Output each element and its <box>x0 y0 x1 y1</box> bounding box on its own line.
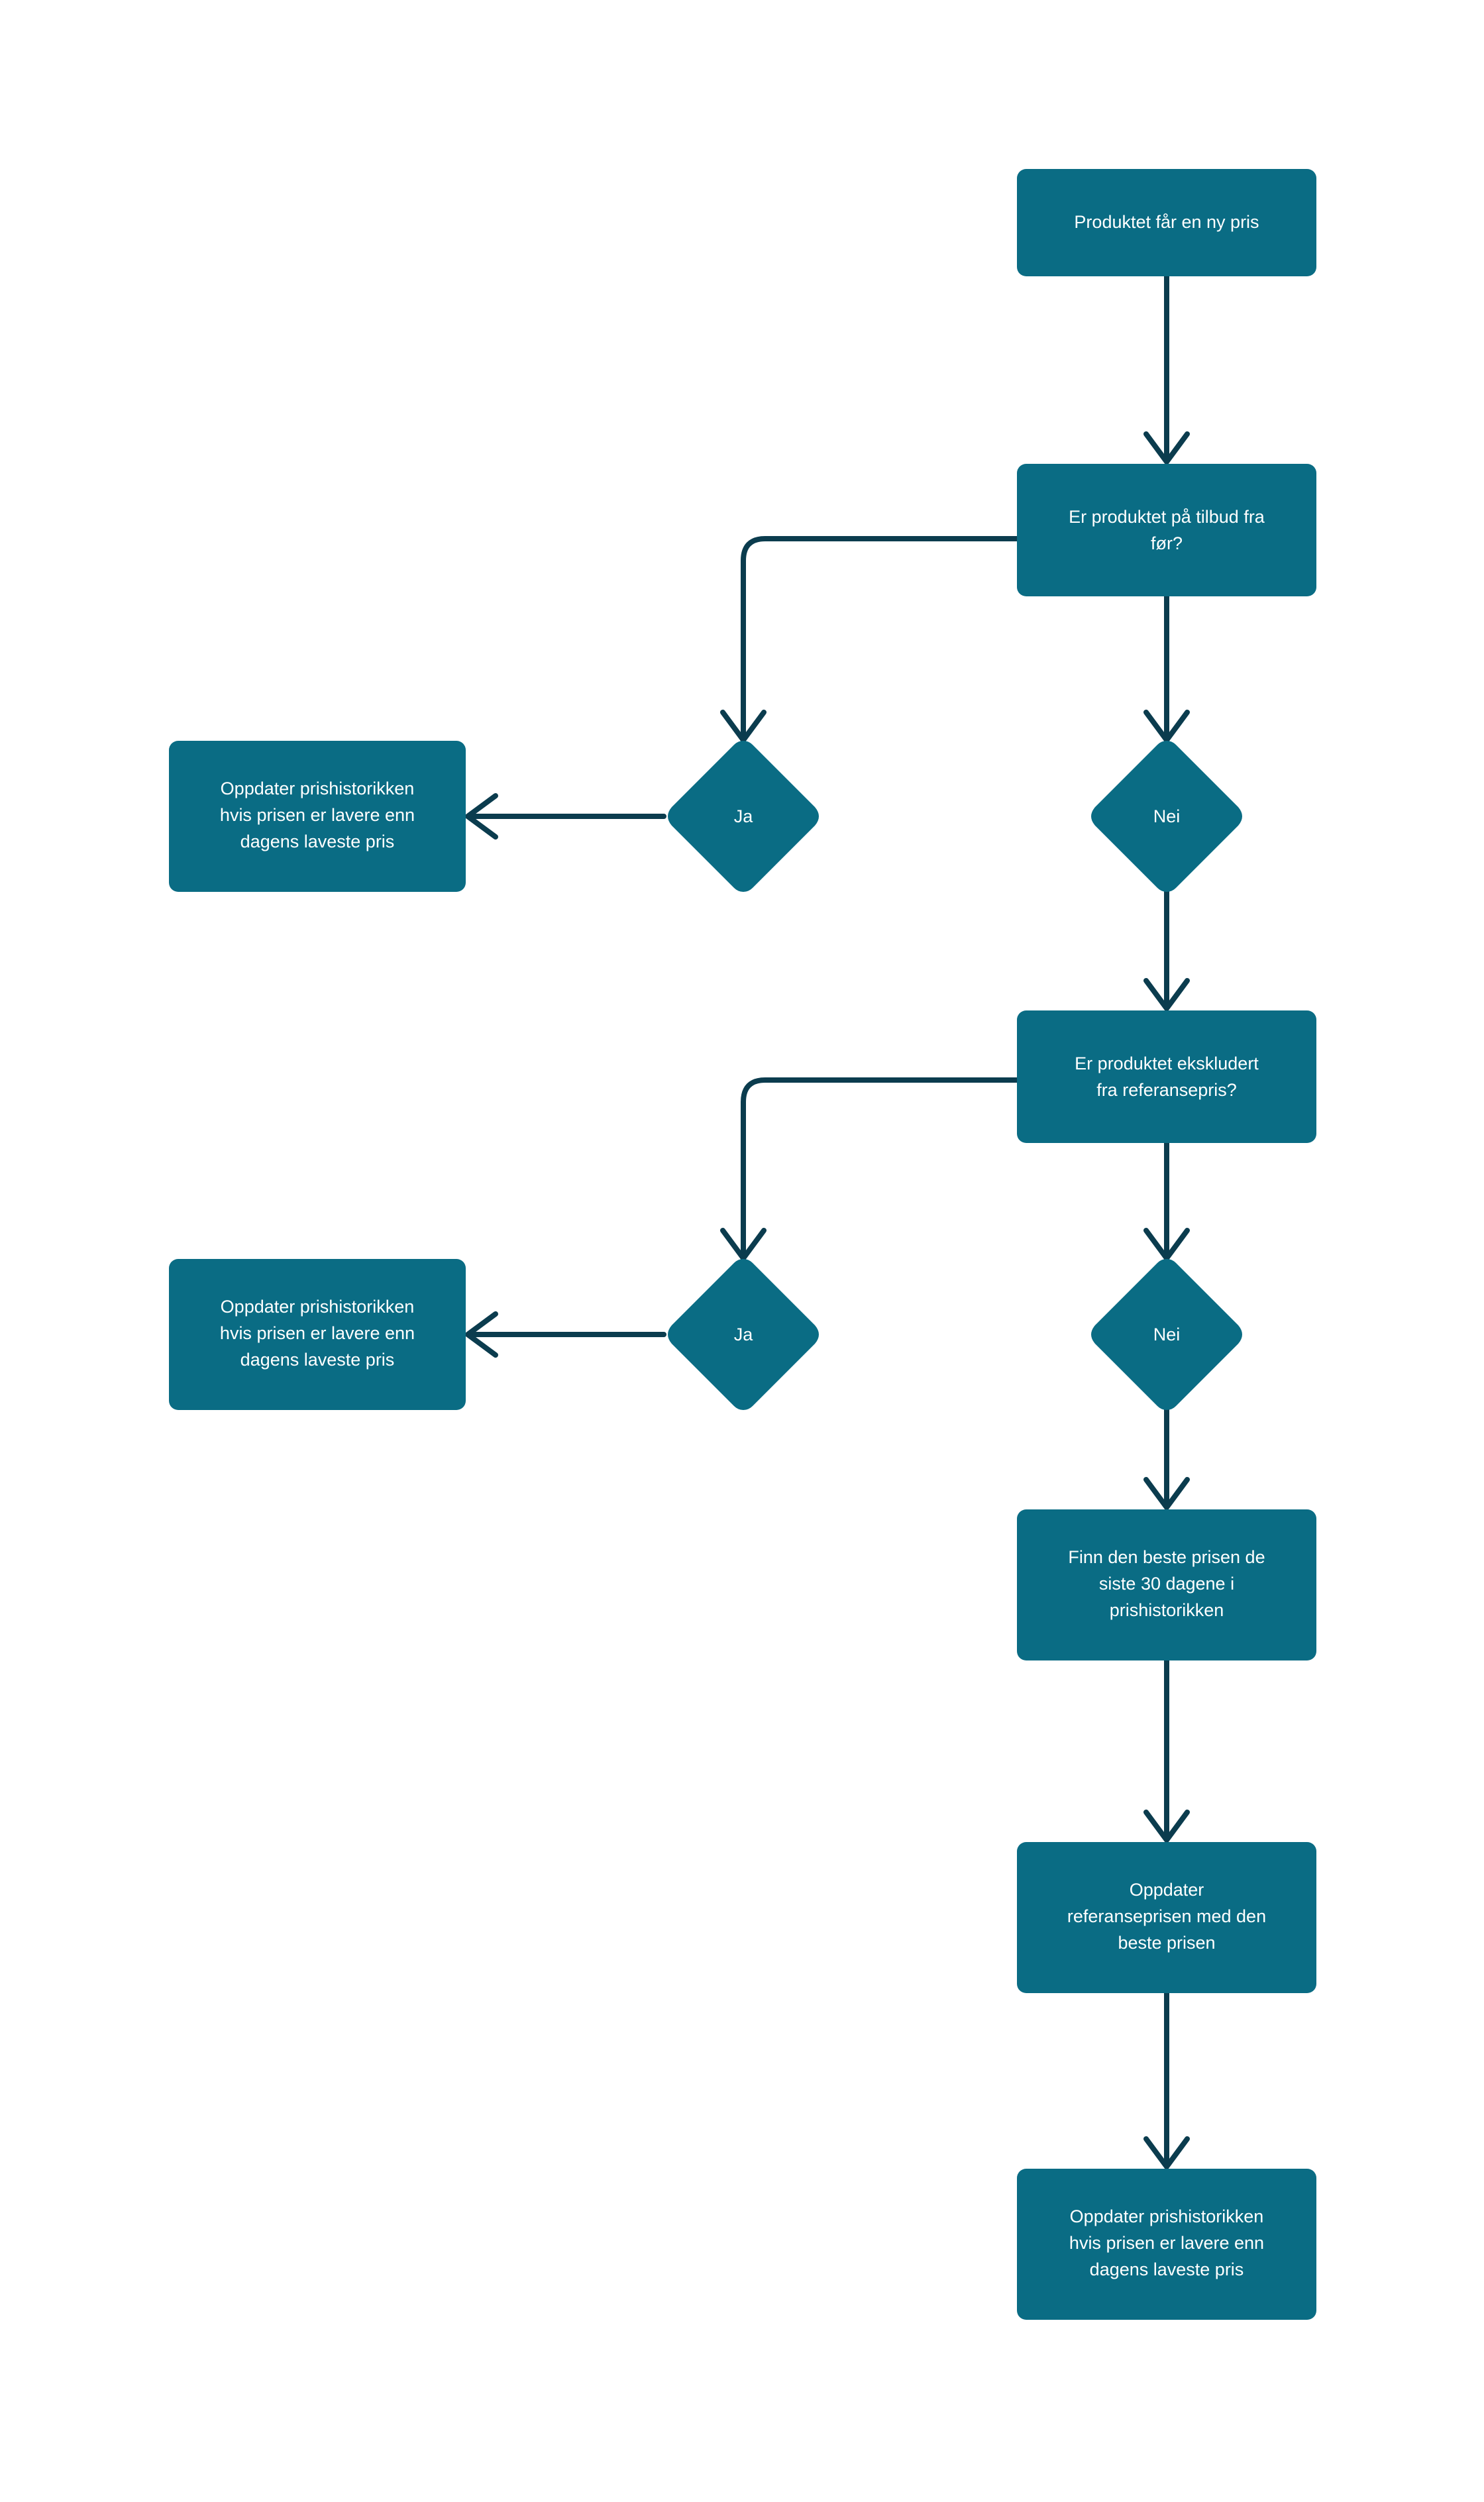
node-action-update-history-3[interactable]: Oppdater prishistorikken hvis prisen er … <box>1017 2169 1316 2320</box>
node-ja2-shape <box>668 1259 819 1410</box>
node-ja1-label: Ja <box>734 806 754 826</box>
node-decision1-label-line1: Er produktet på tilbud fra <box>1069 507 1265 527</box>
node-decision2-label-line1: Er produktet ekskludert <box>1075 1054 1259 1073</box>
node-action1-label-line1: Oppdater prishistorikken <box>221 779 415 798</box>
node-start-shape <box>1017 169 1316 276</box>
node-ja1-shape <box>668 741 819 892</box>
node-action-update-reference-price[interactable]: Oppdater referanseprisen med den beste p… <box>1017 1842 1316 1993</box>
node-action-find-best-price[interactable]: Finn den beste prisen de siste 30 dagene… <box>1017 1509 1316 1660</box>
node-action2-shape <box>169 1259 466 1410</box>
node-branch-ja-1[interactable]: Ja <box>668 741 819 892</box>
edge-decision1-to-nei <box>1143 594 1190 743</box>
node-action2-label-line2: hvis prisen er lavere enn <box>220 1323 415 1343</box>
node-action5-label-line3: dagens laveste pris <box>1090 2259 1244 2279</box>
edge-decision1-to-ja <box>720 536 1020 743</box>
node-decision-excluded-from-reference-price[interactable]: Er produktet ekskludert fra referansepri… <box>1017 1010 1316 1143</box>
edge-ja-to-action1 <box>465 793 666 840</box>
node-decision2-shape <box>1017 1010 1316 1143</box>
node-start[interactable]: Produktet får en ny pris <box>1017 169 1316 276</box>
node-action3-shape <box>1017 1509 1316 1660</box>
edge-decision2-to-nei2 <box>1143 1140 1190 1261</box>
edge-decision2-to-ja2 <box>720 1077 1020 1261</box>
edge-start-to-decision1 <box>1143 274 1190 464</box>
node-action5-shape <box>1017 2169 1316 2320</box>
node-action4-label-line2: referanseprisen med den <box>1067 1906 1266 1926</box>
node-decision1-shape <box>1017 464 1316 596</box>
node-action3-label-line2: siste 30 dagene i <box>1099 1574 1234 1594</box>
node-action-update-history-1[interactable]: Oppdater prishistorikken hvis prisen er … <box>169 741 466 892</box>
node-decision1-label-line2: før? <box>1151 533 1183 553</box>
node-action4-shape <box>1017 1842 1316 1993</box>
node-nei2-label: Nei <box>1153 1325 1181 1344</box>
node-start-label-line1: Produktet får en ny pris <box>1074 212 1259 232</box>
edge-nei-to-decision2 <box>1143 889 1190 1011</box>
node-action3-label-line3: prishistorikken <box>1110 1600 1224 1620</box>
edge-layer <box>465 274 1190 2169</box>
node-branch-ja-2[interactable]: Ja <box>668 1259 819 1410</box>
node-action4-label-line1: Oppdater <box>1130 1880 1204 1900</box>
node-branch-nei-2[interactable]: Nei <box>1091 1259 1242 1410</box>
node-nei2-shape <box>1091 1259 1242 1410</box>
edge-action4-to-action5 <box>1143 1990 1190 2169</box>
node-nei1-shape <box>1091 741 1242 892</box>
node-action4-label-line3: beste prisen <box>1118 1933 1215 1953</box>
node-action1-label-line2: hvis prisen er lavere enn <box>220 805 415 825</box>
node-action5-label-line2: hvis prisen er lavere enn <box>1069 2233 1264 2253</box>
node-action2-label-line3: dagens laveste pris <box>240 1350 395 1370</box>
node-nei1-label: Nei <box>1153 806 1181 826</box>
node-action-update-history-2[interactable]: Oppdater prishistorikken hvis prisen er … <box>169 1259 466 1410</box>
node-decision-offer-before[interactable]: Er produktet på tilbud fra før? <box>1017 464 1316 596</box>
node-action5-label-line1: Oppdater prishistorikken <box>1070 2206 1264 2226</box>
node-branch-nei-1[interactable]: Nei <box>1091 741 1242 892</box>
node-action1-shape <box>169 741 466 892</box>
edge-action3-to-action4 <box>1143 1658 1190 1843</box>
node-layer: Produktet får en ny pris Er produktet på… <box>169 169 1316 2320</box>
node-action1-label-line3: dagens laveste pris <box>240 832 395 851</box>
edge-nei2-to-action3 <box>1143 1407 1190 1510</box>
node-action3-label-line1: Finn den beste prisen de <box>1068 1547 1265 1567</box>
node-decision2-label-line2: fra referansepris? <box>1096 1080 1237 1100</box>
edge-ja2-to-action2 <box>465 1311 666 1358</box>
node-ja2-label: Ja <box>734 1325 754 1344</box>
node-action2-label-line1: Oppdater prishistorikken <box>221 1297 415 1317</box>
